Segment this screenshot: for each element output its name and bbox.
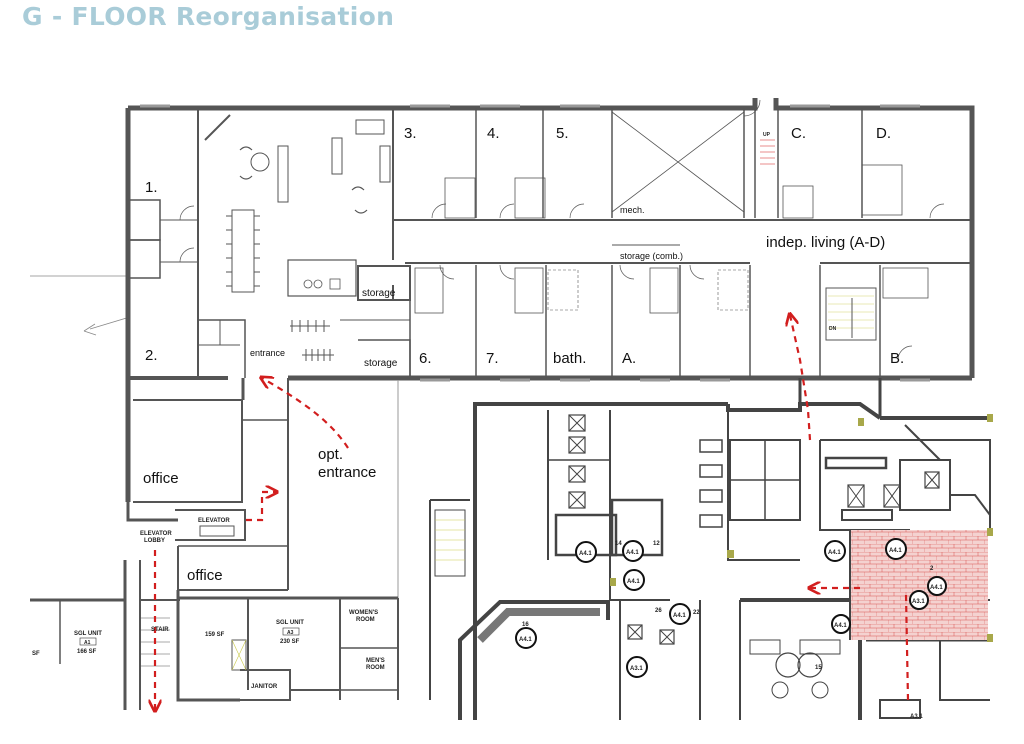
- tag-a41-4: A4.1: [673, 613, 686, 619]
- sgl-unit-a3-label: SGL UNIT: [276, 620, 304, 626]
- tag-a41-2: A4.1: [626, 550, 639, 556]
- opt-entrance-label-2: entrance: [318, 464, 376, 481]
- room-7-label: 7.: [486, 350, 499, 367]
- tag-15: 15: [815, 665, 822, 671]
- womens-room-label-2: ROOM: [356, 617, 375, 623]
- tag-2: 2: [930, 566, 934, 572]
- room-2-label: 2.: [145, 347, 158, 364]
- room-c-label: C.: [791, 125, 806, 142]
- tag-a31-1: A3.1: [630, 666, 643, 672]
- tag-a41-1: A4.1: [579, 551, 592, 557]
- sgl-unit-a1-label: SGL UNIT: [74, 631, 102, 637]
- page-title: G - FLOOR Reorganisation: [22, 2, 395, 31]
- section-lines: [30, 275, 131, 336]
- room-5-label: 5.: [556, 125, 569, 142]
- tag-a31-2: A3.1: [912, 599, 925, 605]
- room-bath-label: bath.: [553, 350, 586, 367]
- mens-room-label-1: MEN'S: [366, 658, 385, 664]
- storage-lower-label: storage: [364, 358, 398, 369]
- elevator-label: ELEVATOR: [198, 518, 230, 524]
- tag-a41-7: A4.1: [889, 548, 902, 554]
- elevator-lobby-label-2: LOBBY: [144, 538, 165, 544]
- route-arrows: [155, 315, 910, 710]
- office-lower-label: office: [187, 567, 223, 584]
- dn-label: DN: [829, 326, 837, 332]
- room-6-label: 6.: [419, 350, 432, 367]
- mens-room-label-2: ROOM: [366, 665, 385, 671]
- tag-a41-9: A4.1: [834, 623, 847, 629]
- a3-area-label: 230 SF: [280, 639, 300, 645]
- entrance-label: entrance: [250, 348, 285, 358]
- tag-22: 22: [693, 610, 700, 616]
- office-left-label: office: [143, 470, 179, 487]
- drawing-tag-labels: A4.1 A4.1 A4.1 A4.1 A4.1 A4.1 A4.1 A4.1 …: [519, 541, 943, 720]
- hatched-area: [850, 530, 988, 640]
- sf-cut-label: SF: [32, 651, 40, 657]
- janitor-label: JANITOR: [251, 684, 278, 690]
- mech-label: mech.: [620, 205, 645, 215]
- upper-building: [125, 98, 975, 502]
- tag-16: 16: [522, 622, 529, 628]
- a1-code-label: A1: [84, 640, 91, 646]
- elevator-lobby-label-1: ELEVATOR: [140, 531, 172, 537]
- storage-upper-label: storage: [362, 288, 396, 299]
- tag-12: 12: [653, 541, 660, 547]
- column-markers: [610, 414, 993, 642]
- up-label: UP: [763, 132, 771, 138]
- opt-entrance-label-1: opt.: [318, 446, 343, 463]
- stair-label: STAIR: [151, 627, 169, 633]
- room-labels: 1. 2. 3. 4. 5. 6. 7. bath. A. B. C. D. m…: [32, 125, 904, 690]
- womens-room-label-1: WOMEN'S: [349, 610, 378, 616]
- room-3-label: 3.: [404, 125, 417, 142]
- room-a-label: A.: [622, 350, 636, 367]
- storage-comb-label: storage (comb.): [620, 251, 683, 261]
- indep-living-label: indep. living (A-D): [766, 234, 885, 251]
- lower-left-building: [30, 378, 399, 710]
- tag-a41-6: A4.1: [828, 550, 841, 556]
- room-d-label: D.: [876, 125, 891, 142]
- area-159-label: 159 SF: [205, 632, 225, 638]
- a1-area-label: 166 SF: [77, 649, 97, 655]
- a3-code-label: A3: [287, 630, 294, 636]
- drawing-tags: [515, 538, 947, 678]
- room-b-label: B.: [890, 350, 904, 367]
- tag-a41-5: A4.1: [519, 637, 532, 643]
- room-1-label: 1.: [145, 179, 158, 196]
- tag-14: 14: [615, 541, 622, 547]
- tag-a41-3: A4.1: [627, 579, 640, 585]
- tag-a31-3: A3.1: [910, 714, 923, 720]
- room-4-label: 4.: [487, 125, 500, 142]
- tag-a41-8: A4.1: [930, 585, 943, 591]
- tag-26: 26: [655, 608, 662, 614]
